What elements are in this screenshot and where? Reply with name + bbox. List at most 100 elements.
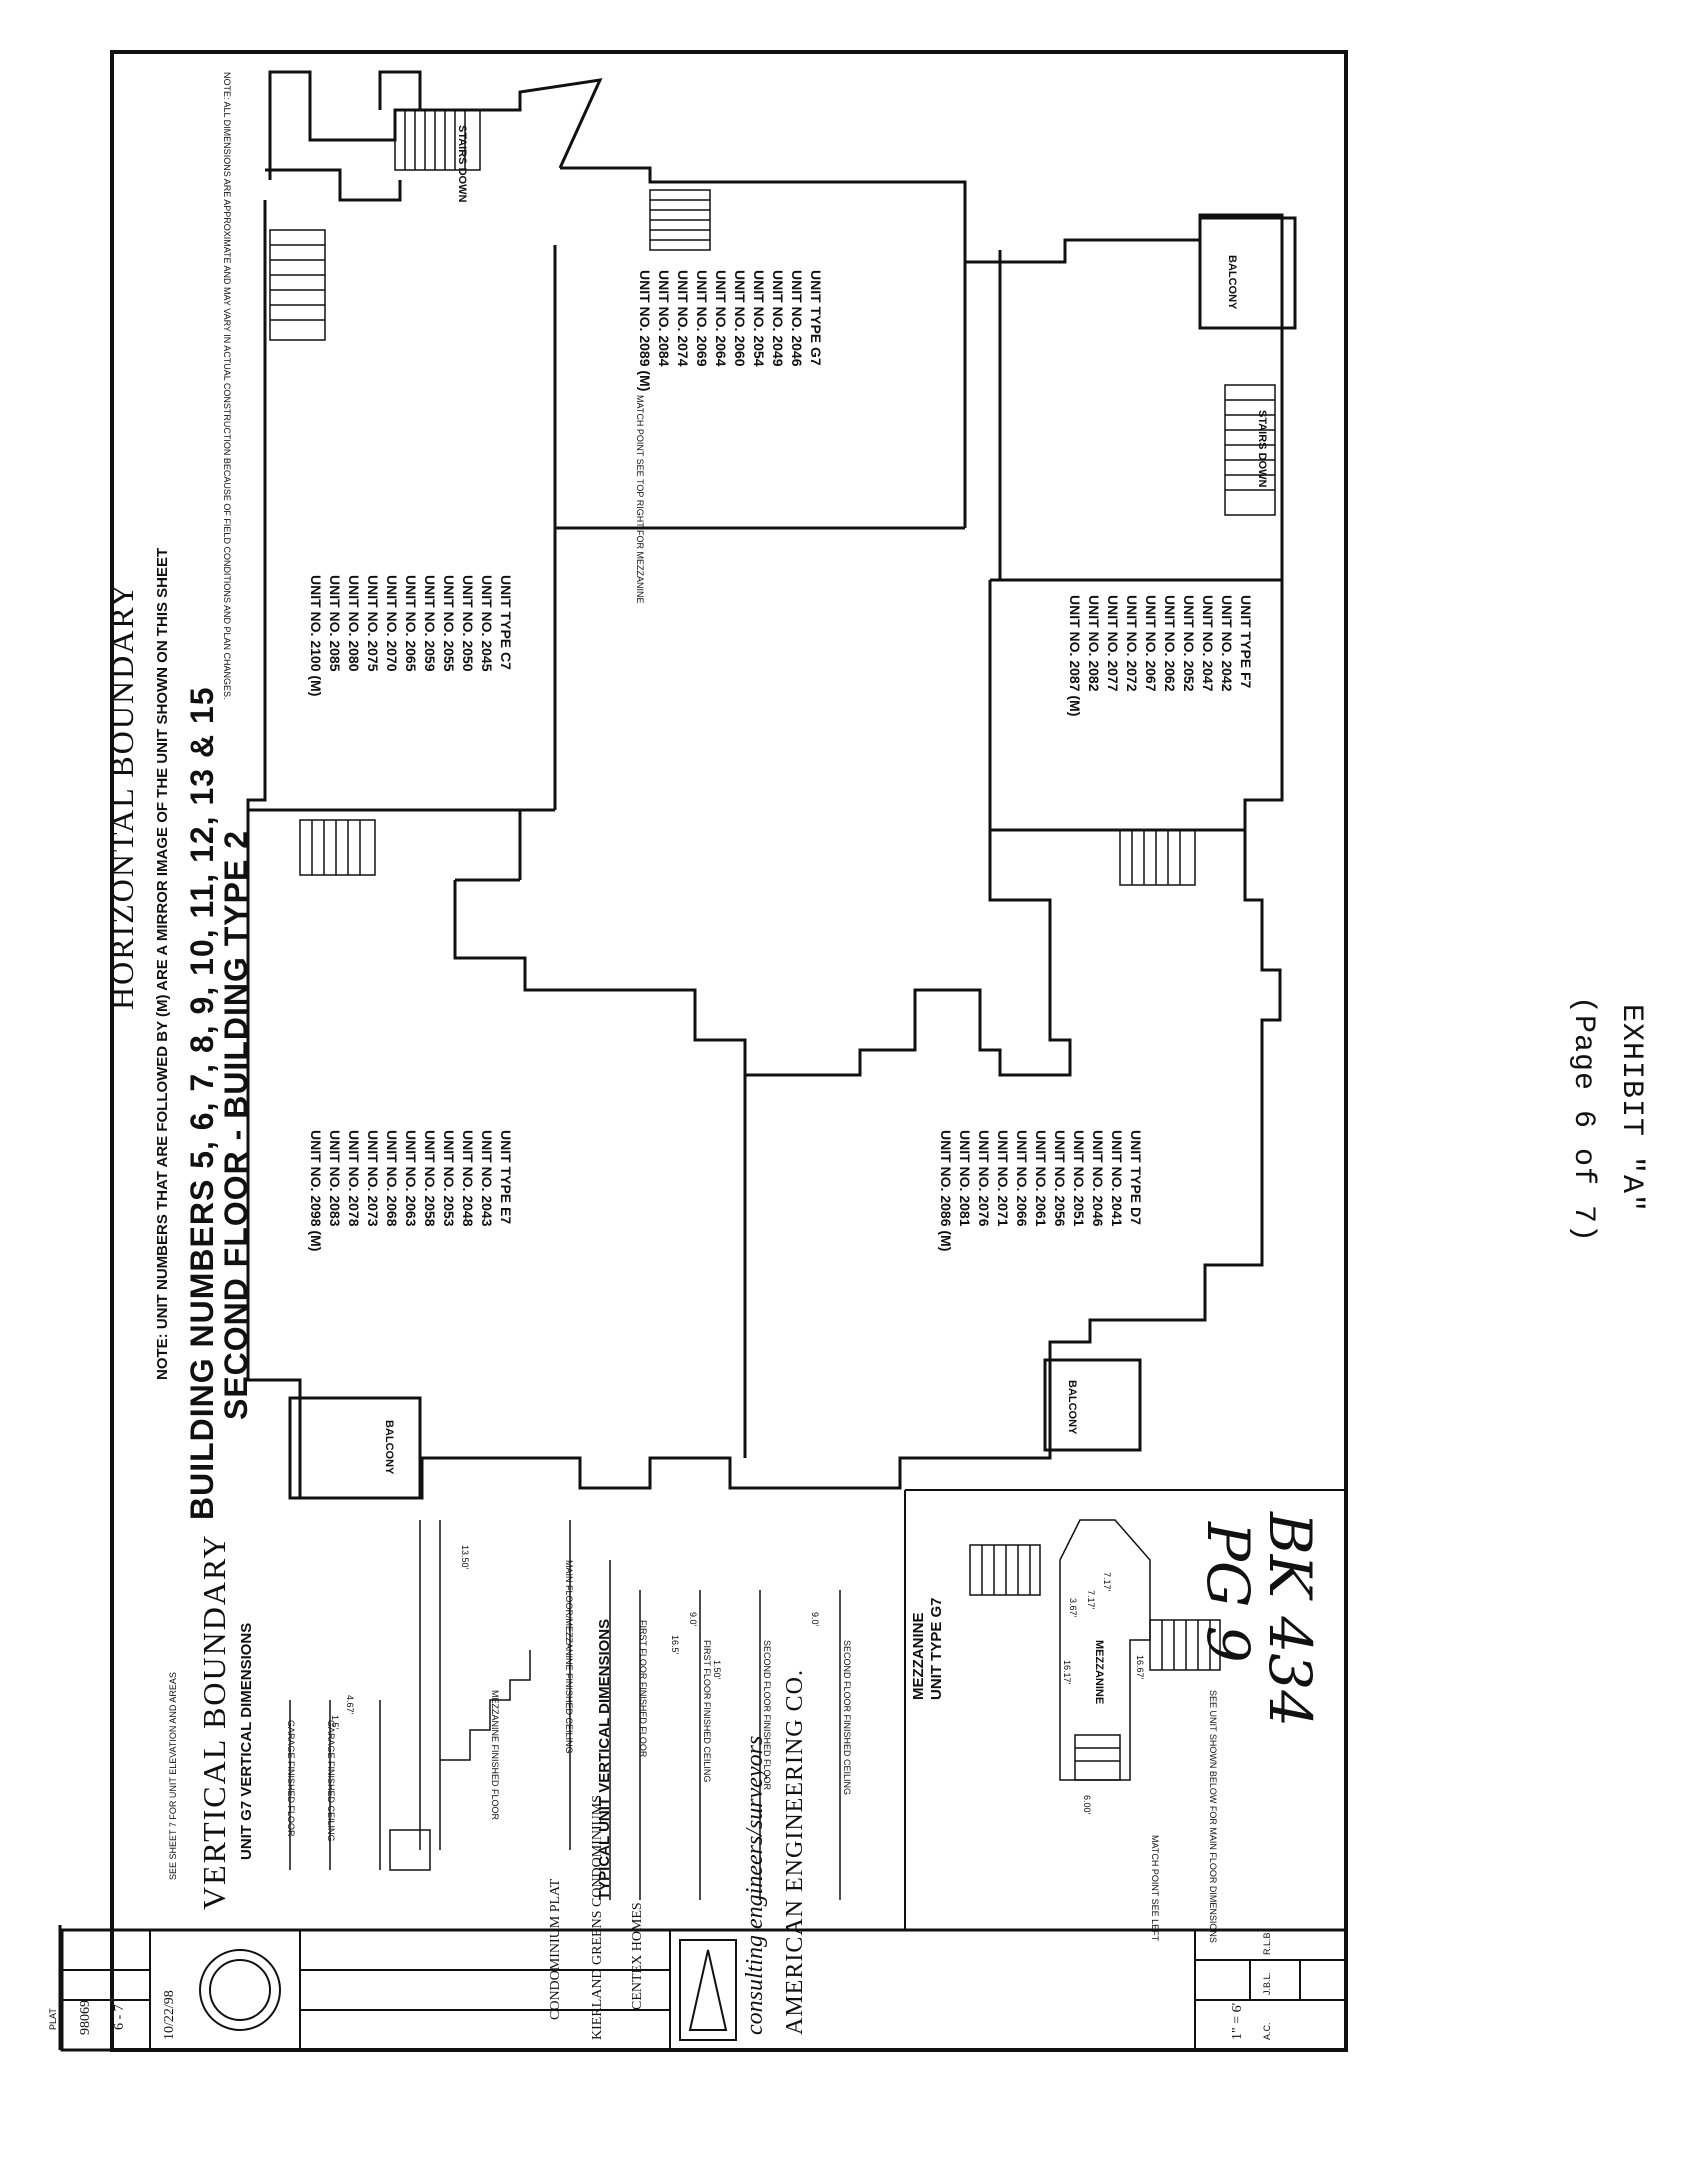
plat-date: 10/22/98 xyxy=(162,1990,177,2040)
vertical-dim: 9.0' xyxy=(688,1612,698,1627)
vertical-label: MEZZANINE FINISHED FLOOR xyxy=(490,1690,500,1821)
mezzanine-note: SEE UNIT SHOWN BELOW FOR MAIN FLOOR DIME… xyxy=(1208,1690,1218,1943)
unit-number: UNIT NO. 2046 xyxy=(1090,1130,1106,1227)
unit-number: UNIT NO. 2080 xyxy=(346,575,362,672)
unit-number: UNIT NO. 2048 xyxy=(460,1130,476,1227)
vertical-dim: 9.0' xyxy=(810,1612,820,1627)
unit-type-label: UNIT TYPE G7 xyxy=(808,270,824,366)
unit-number: UNIT NO. 2063 xyxy=(403,1130,419,1227)
mezzanine-title: UNIT TYPE G7 xyxy=(928,1597,945,1700)
unit-number: UNIT NO. 2050 xyxy=(460,575,476,672)
unit-number: UNIT NO. 2053 xyxy=(441,1130,457,1227)
unit-number: UNIT NO. 2058 xyxy=(422,1130,438,1227)
unit-number: UNIT NO. 2067 xyxy=(1143,595,1159,692)
unit-number: UNIT NO. 2042 xyxy=(1219,595,1235,692)
mezzanine-dim: 3.67' xyxy=(1068,1598,1078,1618)
mezzanine-dim: 16.17' xyxy=(1062,1660,1072,1685)
title-block-border xyxy=(60,1928,1348,2052)
horizontal-boundary-label: HORIZONTAL BOUNDARY xyxy=(104,581,140,1010)
unit-number: UNIT NO. 2074 xyxy=(675,270,691,367)
unit-number: UNIT NO. 2078 xyxy=(346,1130,362,1227)
initials: R.L.B. xyxy=(1262,1929,1272,1955)
unit-number: UNIT NO. 2082 xyxy=(1086,595,1102,692)
vertical-note: SEE SHEET 7 FOR UNIT ELEVATION AND AREAS xyxy=(168,1672,178,1880)
unit-block-d7: UNIT TYPE D7 UNIT NO. 2041 UNIT NO. 2046… xyxy=(936,1130,1145,1251)
outer-wall xyxy=(246,166,1284,1500)
vertical-label: MAIN FLOOR/MEZZANINE FINISHED CEILING xyxy=(564,1560,574,1754)
vertical-dim: 1.5' xyxy=(330,1715,340,1730)
sheet-title: CONDOMINIUM PLAT xyxy=(548,1878,563,2020)
unit-number: UNIT NO. 2076 xyxy=(976,1130,992,1227)
unit-number: UNIT NO. 2054 xyxy=(751,270,767,367)
company-name: AMERICAN ENGINEERING CO. xyxy=(782,1669,808,2035)
unit-block-c7: UNIT TYPE C7 UNIT NO. 2045 UNIT NO. 2050… xyxy=(306,575,515,696)
unit-number: UNIT NO. 2073 xyxy=(365,1130,381,1227)
unit-number: UNIT NO. 2064 xyxy=(713,270,729,367)
unit-number: UNIT NO. 2071 xyxy=(995,1130,1011,1227)
unit-number: UNIT NO. 2059 xyxy=(422,575,438,672)
unit-number: UNIT NO. 2098 (M) xyxy=(308,1130,324,1252)
initials: J.B.L. xyxy=(1262,1971,1272,1995)
unit-number: UNIT NO. 2045 xyxy=(479,575,495,672)
unit-number: UNIT NO. 2072 xyxy=(1124,595,1140,692)
unit-number: UNIT NO. 2086 (M) xyxy=(938,1130,954,1252)
unit-block-e7: UNIT TYPE E7 UNIT NO. 2043 UNIT NO. 2048… xyxy=(306,1130,515,1251)
vertical-dim: 16.5' xyxy=(670,1635,680,1655)
unit-type-label: UNIT TYPE F7 xyxy=(1238,595,1254,689)
unit-type-label: UNIT TYPE C7 xyxy=(498,575,514,670)
balcony-label: BALCONY xyxy=(383,1420,395,1475)
unit-type-label: UNIT TYPE D7 xyxy=(1128,1130,1144,1225)
vertical-label: GARAGE FINISHED FLOOR xyxy=(286,1720,296,1837)
stairs-down-label: STAIRS DOWN xyxy=(1256,410,1268,488)
vertical-dim: 13.50' xyxy=(460,1545,470,1570)
unit-block-f7: UNIT TYPE F7 UNIT NO. 2042 UNIT NO. 2047… xyxy=(1065,595,1255,716)
unit-number: UNIT NO. 2049 xyxy=(770,270,786,367)
unit-number: UNIT NO. 2061 xyxy=(1033,1130,1049,1227)
vertical-label: FIRST FLOOR FINISHED FLOOR xyxy=(638,1620,648,1758)
unit-number: UNIT NO. 2070 xyxy=(384,575,400,672)
initials: A.C. xyxy=(1262,2022,1272,2040)
vertical-label: SECOND FLOOR FINISHED CEILING xyxy=(842,1640,852,1796)
match-point-label: MATCH POINT SEE TOP RIGHT FOR MEZZANINE xyxy=(635,395,645,604)
unit-number: UNIT NO. 2055 xyxy=(441,575,457,672)
unit-block-g7: UNIT TYPE G7 UNIT NO. 2046 UNIT NO. 2049… xyxy=(635,270,825,391)
unit-number: UNIT NO. 2077 xyxy=(1105,595,1121,692)
title-block-lines xyxy=(62,1930,1346,2050)
mezzanine-dim: 7.17' xyxy=(1086,1590,1096,1610)
mezzanine-subtitle: MEZZANINE xyxy=(910,1612,927,1701)
unit-number: UNIT NO. 2087 (M) xyxy=(1067,595,1083,717)
unit-number: UNIT NO. 2066 xyxy=(1014,1130,1030,1227)
project-name: KIERLAND GREENS CONDOMINIUMS xyxy=(590,1795,605,2040)
unit-number: UNIT NO. 2068 xyxy=(384,1130,400,1227)
mezzanine-dim: 7.17' xyxy=(1102,1572,1112,1592)
unit-number: UNIT NO. 2085 xyxy=(327,575,343,672)
balcony-label: BALCONY xyxy=(1226,255,1238,310)
mezzanine-label: MEZZANINE xyxy=(1093,1640,1105,1705)
unit-number: UNIT NO. 2081 xyxy=(957,1130,973,1227)
plan-title: SECOND FLOOR - BUILDING TYPE 2 xyxy=(218,829,254,1420)
unit-number: UNIT NO. 2089 (M) xyxy=(637,270,653,392)
vertical-label: FIRST FLOOR FINISHED CEILING xyxy=(702,1640,712,1783)
company-tagline: consulting engineers/surveyors xyxy=(742,1735,768,2035)
plat-label: PLAT xyxy=(48,2008,58,2030)
unit-number: UNIT NO. 2047 xyxy=(1200,595,1216,692)
balcony-label: BALCONY xyxy=(1066,1380,1078,1435)
unit-number: UNIT NO. 2083 xyxy=(327,1130,343,1227)
building-numbers: BUILDING NUMBERS 5, 6, 7, 8, 9, 10, 11, … xyxy=(184,686,220,1520)
unit-number: UNIT NO. 2043 xyxy=(479,1130,495,1227)
unit-number: UNIT NO. 2065 xyxy=(403,575,419,672)
dimension-note: NOTE: ALL DIMENSIONS ARE APPROXIMATE AND… xyxy=(222,72,232,700)
unit-number: UNIT NO. 2069 xyxy=(694,270,710,367)
client-name: CENTEX HOMES xyxy=(630,1902,645,2010)
vertical-dim: 4.67' xyxy=(345,1695,355,1715)
g7-vertical-title: UNIT G7 VERTICAL DIMENSIONS xyxy=(238,1622,255,1860)
job-number: 98069 xyxy=(78,2000,93,2035)
unit-number: UNIT NO. 2084 xyxy=(656,270,672,367)
unit-number: UNIT NO. 2046 xyxy=(789,270,805,367)
mezzanine-dim: 16.67' xyxy=(1135,1655,1145,1680)
stairs-down-label: STAIRS DOWN xyxy=(456,125,468,203)
vertical-dimension-diagram xyxy=(289,1520,841,1900)
mirror-note: NOTE: UNIT NUMBERS THAT ARE FOLLOWED BY … xyxy=(154,547,171,1380)
unit-number: UNIT NO. 2075 xyxy=(365,575,381,672)
